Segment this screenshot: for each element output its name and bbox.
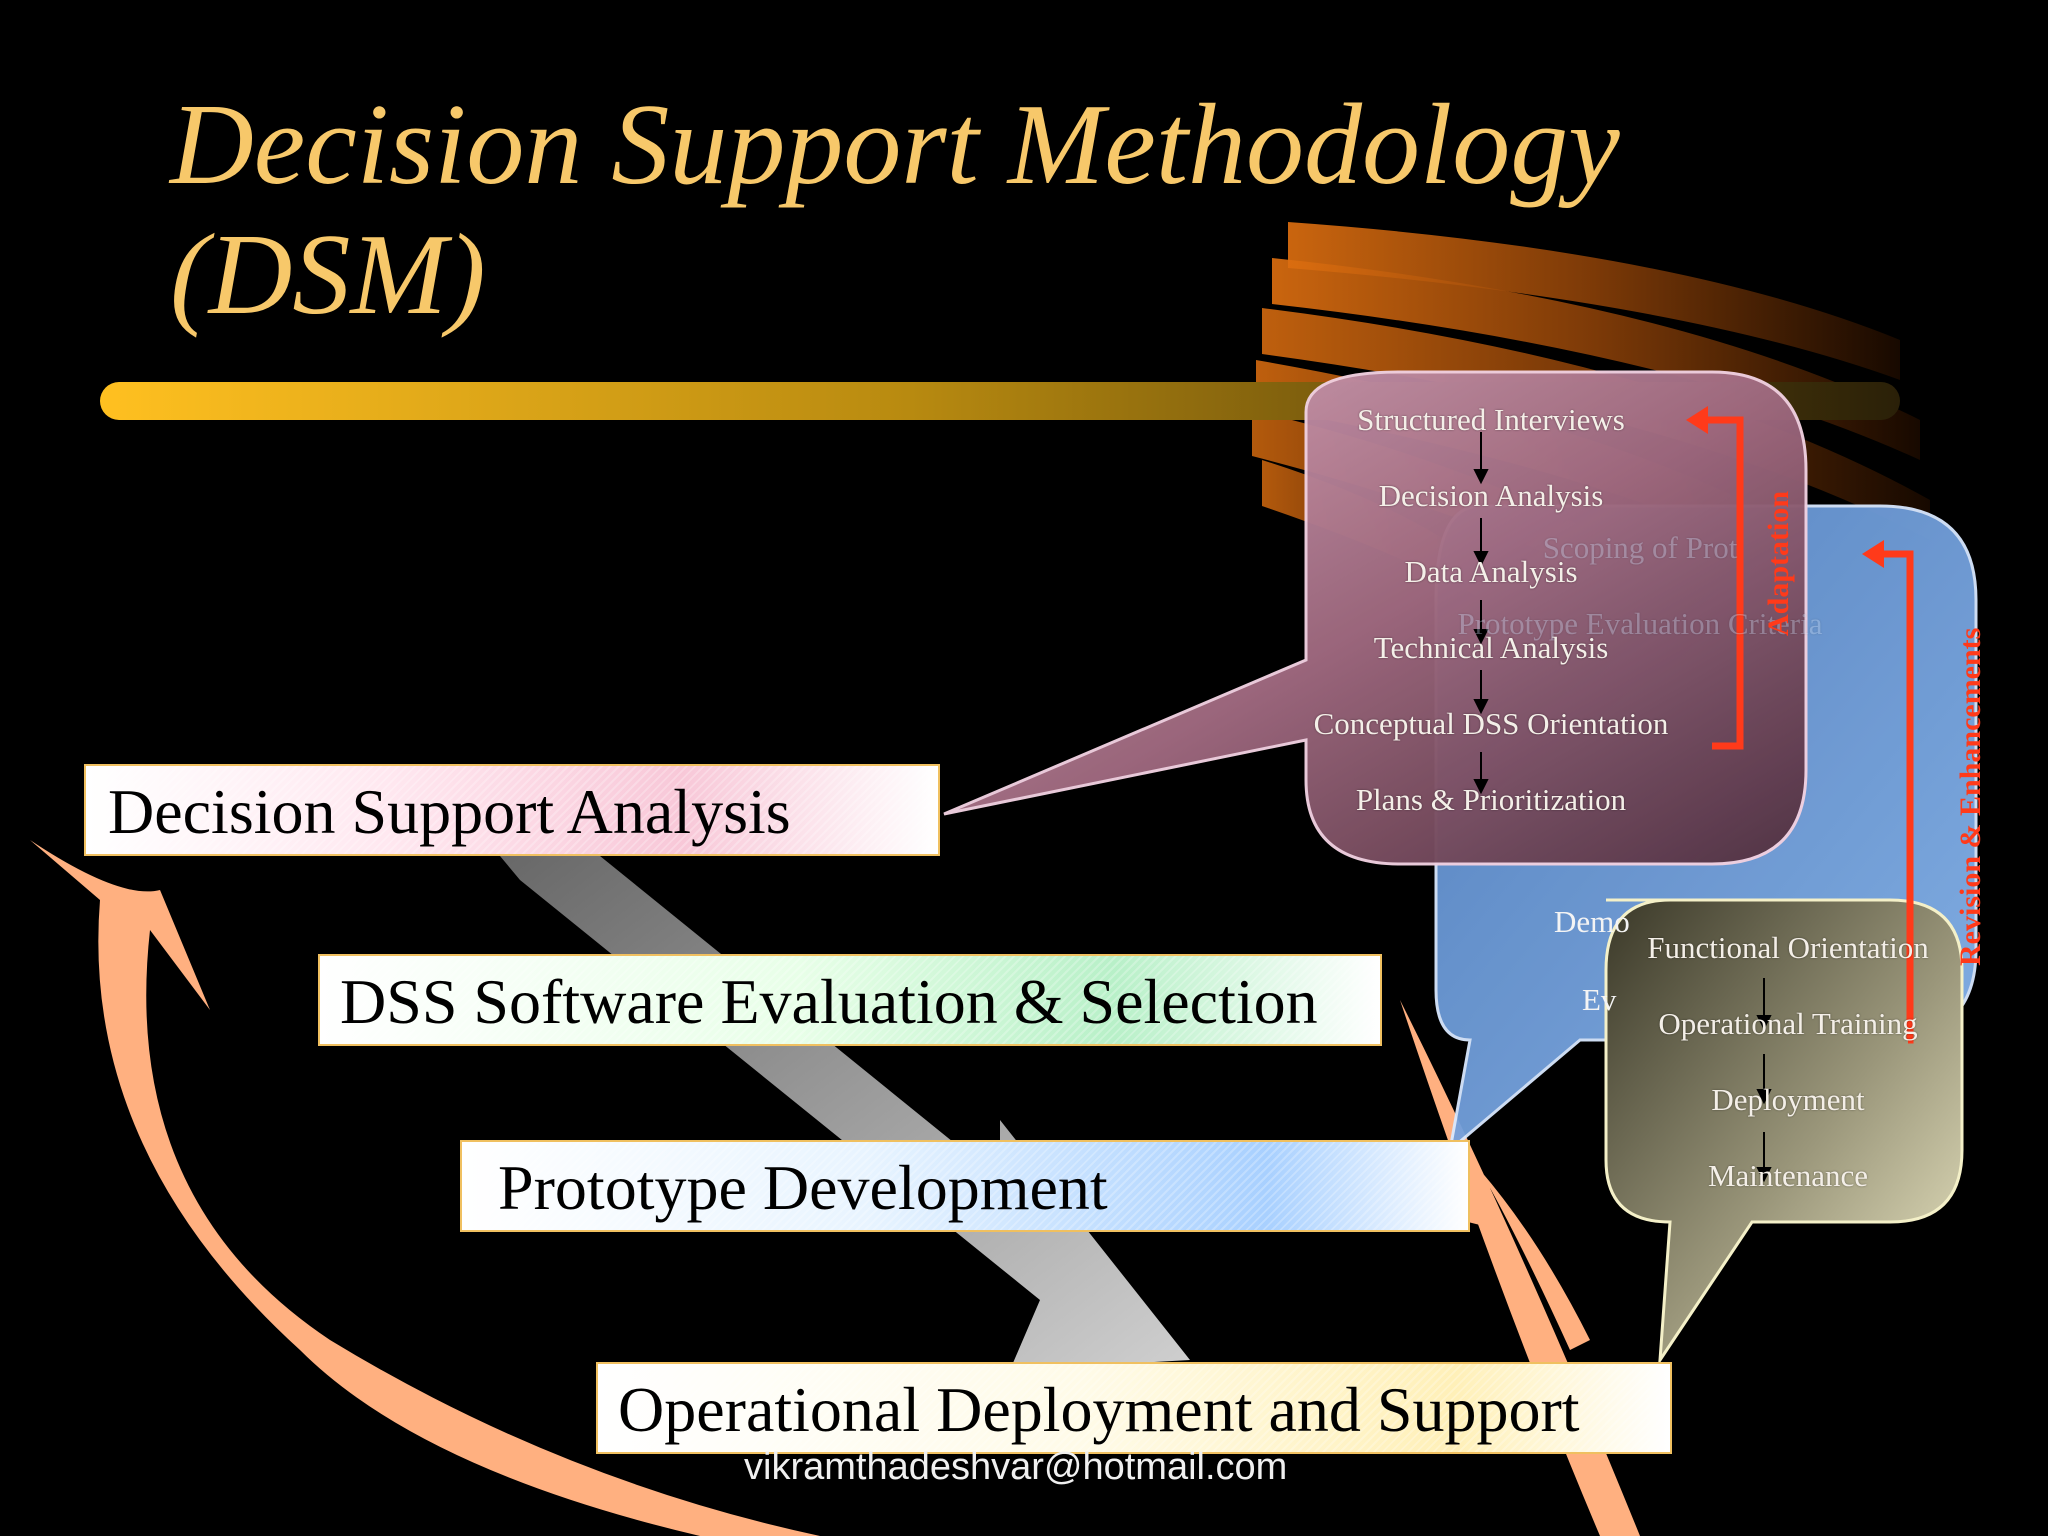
prototype-step-ev: Ev <box>1582 982 1617 1017</box>
page-title: Decision Support Methodology (DSM) <box>170 80 1670 340</box>
revision-arrowhead <box>1862 540 1884 568</box>
deployment-steps-list: Functional Orientation Operational Train… <box>1608 920 1968 1224</box>
analysis-step-arrows <box>1473 432 1489 795</box>
phase-operational-deployment: Operational Deployment and Support <box>596 1362 1672 1454</box>
analysis-step: Decision Analysis <box>1378 478 1604 513</box>
deployment-step: Functional Orientation <box>1647 930 1929 965</box>
footer-email: vikramthadeshvar@hotmail.com <box>744 1446 1288 1488</box>
prototype-step-demo: Demo <box>1554 904 1630 939</box>
analysis-bubble <box>943 370 1808 866</box>
adaptation-arrowhead <box>1686 406 1708 434</box>
deployment-bubble <box>1604 898 1964 1366</box>
prototype-step: Scoping of Prot <box>1542 530 1738 565</box>
adaptation-label: Adaptation <box>1762 490 1795 636</box>
page-title-line-1: Decision Support Methodology <box>170 81 1620 209</box>
phase-label: Prototype Development <box>498 1152 1108 1223</box>
analysis-step: Conceptual DSS Orientation <box>1313 706 1669 741</box>
analysis-step: Plans & Prioritization <box>1355 782 1627 817</box>
analysis-steps-list: Structured Interviews Decision Analysis … <box>1298 392 1684 848</box>
phase-label: Decision Support Analysis <box>108 776 791 847</box>
deployment-step-arrows <box>1756 978 1772 1183</box>
page-title-line-2: (DSM) <box>170 211 486 339</box>
analysis-step: Technical Analysis <box>1373 630 1609 665</box>
analysis-step: Structured Interviews <box>1357 402 1625 437</box>
deployment-step: Operational Training <box>1658 1006 1918 1041</box>
phase-prototype-development: Prototype Development <box>460 1140 1470 1232</box>
adaptation-loop-arrow <box>1700 416 1744 750</box>
analysis-step: Data Analysis <box>1404 554 1578 589</box>
swoosh-left <box>30 840 820 1536</box>
prototype-steps-list: Scoping of Prot Prototype Evaluation Cri… <box>1420 520 1860 672</box>
deployment-step: Deployment <box>1711 1082 1865 1117</box>
revision-enhancements-label: Revision & Enhancements <box>1954 627 1987 966</box>
phase-label: Operational Deployment and Support <box>618 1374 1580 1445</box>
flow-arrow <box>500 856 1190 1370</box>
phase-software-evaluation: DSS Software Evaluation & Selection <box>318 954 1382 1046</box>
revision-loop-arrow <box>1878 550 1914 1044</box>
prototype-step: Prototype Evaluation Criteria <box>1457 606 1823 641</box>
deployment-step: Maintenance <box>1707 1158 1869 1193</box>
phase-label: DSS Software Evaluation & Selection <box>340 966 1318 1037</box>
phase-decision-support-analysis: Decision Support Analysis <box>84 764 940 856</box>
